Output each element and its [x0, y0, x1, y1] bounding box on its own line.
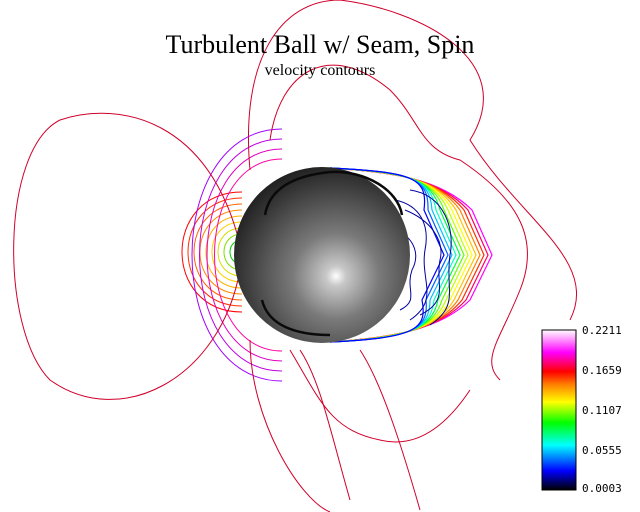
outer-contour: [248, 0, 577, 321]
outer-contour: [269, 64, 528, 381]
front-contour: [214, 158, 283, 352]
wake-contour: [329, 167, 445, 343]
inner-wake-contour: [397, 229, 417, 311]
outer-contour: [289, 349, 471, 443]
front-contour: [206, 148, 283, 362]
inner-wake-contour: [394, 199, 428, 321]
upstream-contours: [181, 128, 283, 382]
front-contour: [199, 138, 283, 372]
inner-wake-contour: [404, 209, 442, 316]
outer-contour: [249, 339, 421, 512]
colorbar-gradient: [541, 329, 577, 491]
colorbar-tick-label: 0.1659: [582, 364, 622, 377]
plot-subtitle: velocity contours: [264, 62, 376, 79]
colorbar-tick-label: 0.1107: [582, 404, 622, 417]
ball-seam: [260, 170, 404, 337]
colorbar-tick-label: 0.2211: [582, 324, 622, 337]
outer-contour: [13, 112, 241, 400]
upstream-contour: [187, 197, 243, 307]
front-contour: [191, 128, 283, 382]
colorbar-tick-label: 0.0003: [582, 482, 622, 495]
ball: [234, 167, 410, 343]
upstream-contour: [205, 215, 243, 289]
colorbar-tick-label: 0.0555: [582, 444, 622, 457]
colorbar: [541, 329, 577, 491]
plot-title: Turbulent Ball w/ Seam, Spin: [165, 30, 475, 59]
upstream-contour: [193, 203, 243, 301]
upstream-contour: [211, 221, 243, 283]
upstream-contour: [217, 227, 243, 277]
inner-wake-contour: [409, 189, 452, 326]
outer-contours: [13, 0, 577, 512]
